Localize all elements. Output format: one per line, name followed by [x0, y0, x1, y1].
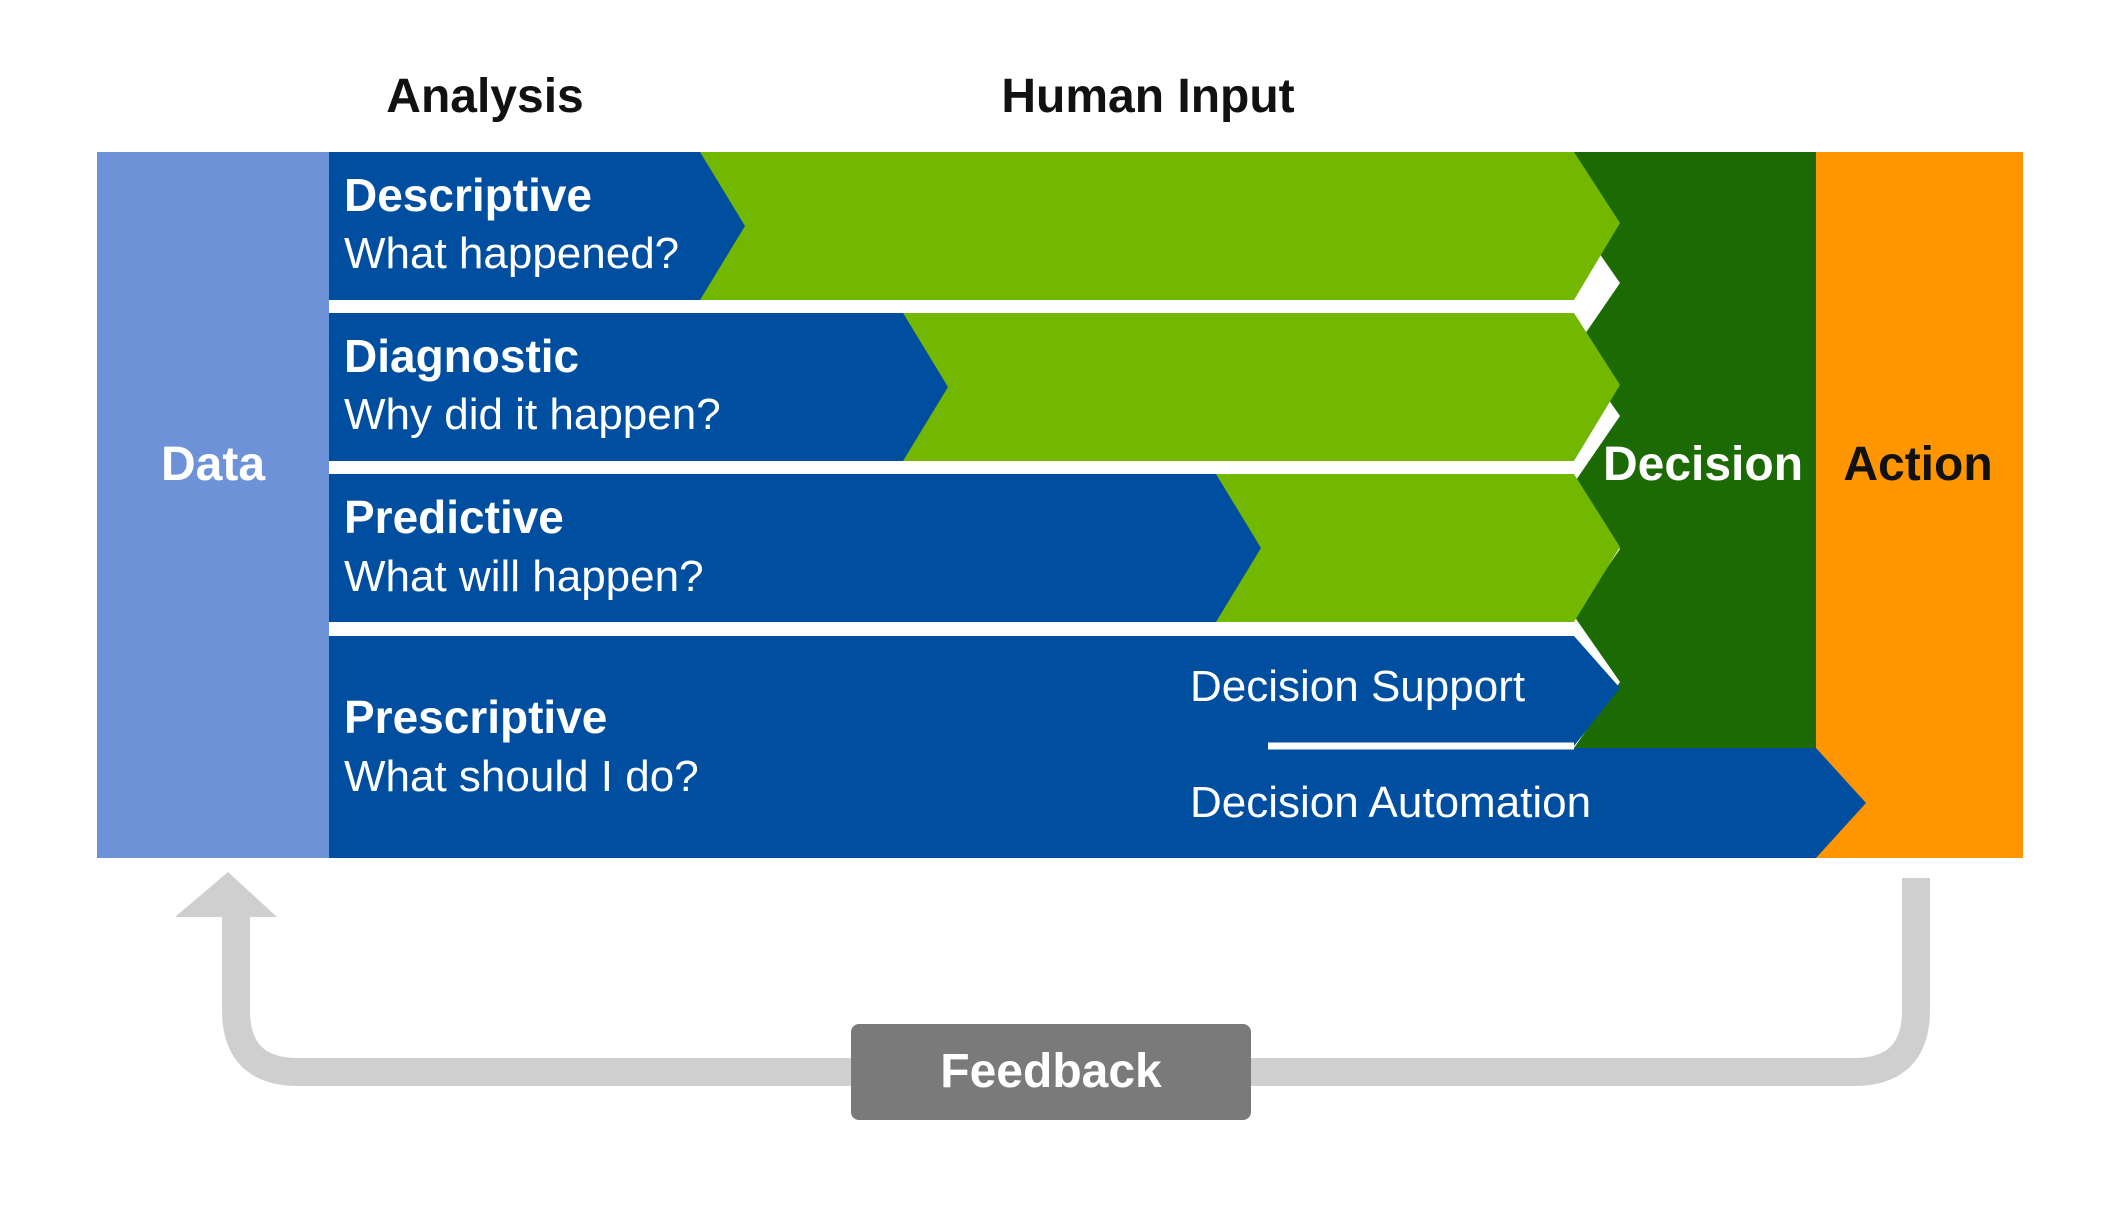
- descriptive-title: Descriptive: [344, 169, 592, 221]
- descriptive-question: What happened?: [344, 229, 679, 278]
- prescriptive-title: Prescriptive: [344, 691, 607, 743]
- decision-support-label: Decision Support: [1190, 662, 1525, 711]
- predictive-human-input-chevron: [1216, 474, 1620, 622]
- predictive-question: What will happen?: [344, 552, 704, 601]
- predictive-analysis-chevron: [329, 474, 1261, 622]
- decision-automation-label: Decision Automation: [1190, 778, 1591, 827]
- feedback-box: [851, 1024, 1251, 1120]
- diagnostic-human-input-chevron: [903, 313, 1620, 461]
- decision-label: Decision: [1603, 438, 1803, 491]
- diagnostic-title: Diagnostic: [344, 330, 579, 382]
- feedback-arrowhead-icon: [175, 872, 277, 917]
- prescriptive-question: What should I do?: [344, 752, 699, 801]
- data-label: Data: [161, 438, 265, 491]
- descriptive-analysis-chevron: [329, 152, 745, 300]
- prescriptive-block: [329, 636, 1866, 858]
- human-input-header: Human Input: [1001, 70, 1294, 123]
- diagnostic-analysis-chevron: [329, 313, 948, 461]
- decision-block: [1574, 152, 1816, 748]
- action-block: [1816, 152, 2023, 858]
- predictive-title: Predictive: [344, 491, 564, 543]
- analysis-header: Analysis: [386, 70, 583, 123]
- descriptive-human-input-chevron: [700, 152, 1620, 300]
- data-block: [97, 152, 329, 858]
- action-label: Action: [1843, 438, 1992, 491]
- feedback-label: Feedback: [940, 1045, 1162, 1098]
- diagnostic-question: Why did it happen?: [344, 390, 721, 439]
